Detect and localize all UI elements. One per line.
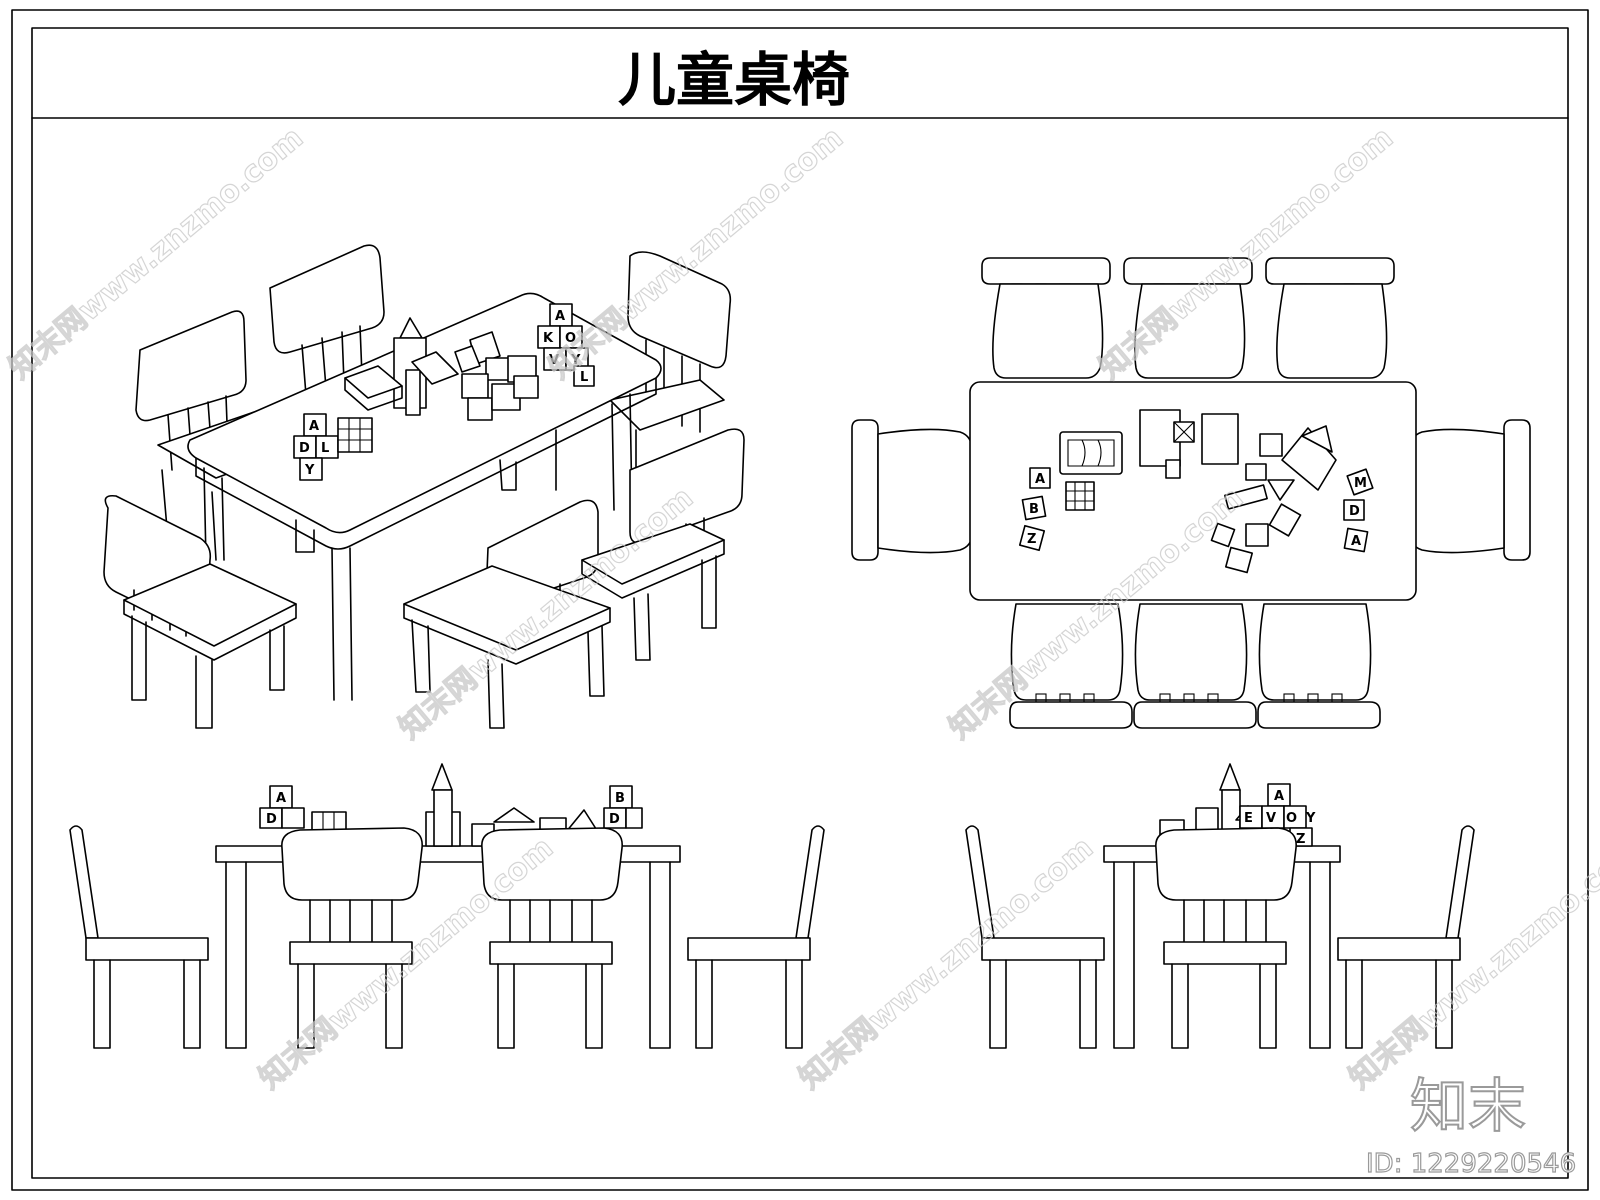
plan-chair-top-1 xyxy=(981,257,1111,379)
iso-letter-blocks-left: A D L Y xyxy=(293,413,373,481)
svg-text:V: V xyxy=(1266,811,1276,826)
plan-chair-top-3 xyxy=(1265,257,1395,379)
plan-toys: A B Z M D A xyxy=(1018,409,1374,574)
front-chair-1 xyxy=(281,827,423,1049)
plan-puzzle xyxy=(1059,431,1123,475)
plan-chair-right xyxy=(1409,419,1531,561)
side-chair-center xyxy=(1155,827,1297,1049)
svg-text:A: A xyxy=(1351,534,1361,549)
svg-text:D: D xyxy=(299,441,310,456)
svg-text:O: O xyxy=(565,331,576,346)
svg-text:E: E xyxy=(1244,811,1253,826)
svg-text:O: O xyxy=(1286,811,1297,826)
plan-chair-top-2 xyxy=(1123,257,1253,379)
plan-letter-blocks-right: M D A xyxy=(1343,468,1374,553)
watermark-8: 知末网www.znzmo.com xyxy=(1343,830,1600,1096)
iso-chair-front-center xyxy=(403,499,611,729)
front-elevation-view: A D B D xyxy=(69,763,825,1049)
svg-text:B: B xyxy=(615,791,625,806)
brand-logo: 知末 xyxy=(1410,1072,1526,1140)
svg-text:B: B xyxy=(1029,502,1039,517)
svg-text:Y: Y xyxy=(570,353,581,368)
svg-text:L: L xyxy=(321,441,329,456)
front-chair-2 xyxy=(481,827,623,1049)
iso-letter-blocks-right: A K O V Y L xyxy=(537,303,595,387)
svg-text:Y: Y xyxy=(304,463,315,478)
plan-chair-bottom-2 xyxy=(1133,603,1257,729)
outer-border xyxy=(11,9,1589,1191)
svg-text:Y: Y xyxy=(1305,811,1316,826)
svg-text:A: A xyxy=(1035,472,1045,487)
svg-text:L: L xyxy=(580,370,588,385)
front-chair-right-side xyxy=(687,825,825,1049)
plan-letter-blocks-left: A B Z xyxy=(1018,467,1051,552)
svg-text:A: A xyxy=(309,419,319,434)
plan-chair-bottom-3 xyxy=(1257,603,1381,729)
iso-chair-front-right xyxy=(581,428,745,661)
drawing-title: 儿童桌椅 xyxy=(618,46,850,114)
svg-text:D: D xyxy=(1349,504,1360,519)
svg-text:M: M xyxy=(1354,476,1367,491)
svg-text:D: D xyxy=(609,812,620,827)
front-chair-left-side xyxy=(69,825,209,1049)
side-elevation-view: A E V O Y Z xyxy=(965,763,1475,1049)
iso-toys: A K O V Y L A D L Y xyxy=(293,303,595,481)
plan-table-top xyxy=(969,381,1417,601)
svg-text:Z: Z xyxy=(1027,532,1036,547)
svg-text:D: D xyxy=(266,812,277,827)
iso-chair-back-center xyxy=(269,244,385,396)
plan-view: A B Z M D A xyxy=(851,257,1531,729)
isometric-view: A K O V Y L A D L Y xyxy=(103,244,745,729)
image-id-label: ID: 1229220546 xyxy=(1366,1149,1576,1179)
svg-text:A: A xyxy=(555,309,565,324)
svg-text:Z: Z xyxy=(1296,832,1305,847)
watermark-7: 知末网www.znzmo.com xyxy=(793,830,1100,1096)
iso-rubik-cube xyxy=(337,417,373,453)
svg-text:A: A xyxy=(276,791,286,806)
iso-chair-front-left xyxy=(103,494,297,729)
svg-text:A: A xyxy=(1274,789,1284,804)
plan-chair-bottom-1 xyxy=(1009,603,1133,729)
plan-chair-left xyxy=(851,419,973,561)
svg-text:V: V xyxy=(549,353,559,368)
inner-border xyxy=(31,27,1569,1179)
side-chair-left xyxy=(965,825,1105,1049)
side-chair-right xyxy=(1337,825,1475,1049)
svg-text:K: K xyxy=(543,331,554,346)
